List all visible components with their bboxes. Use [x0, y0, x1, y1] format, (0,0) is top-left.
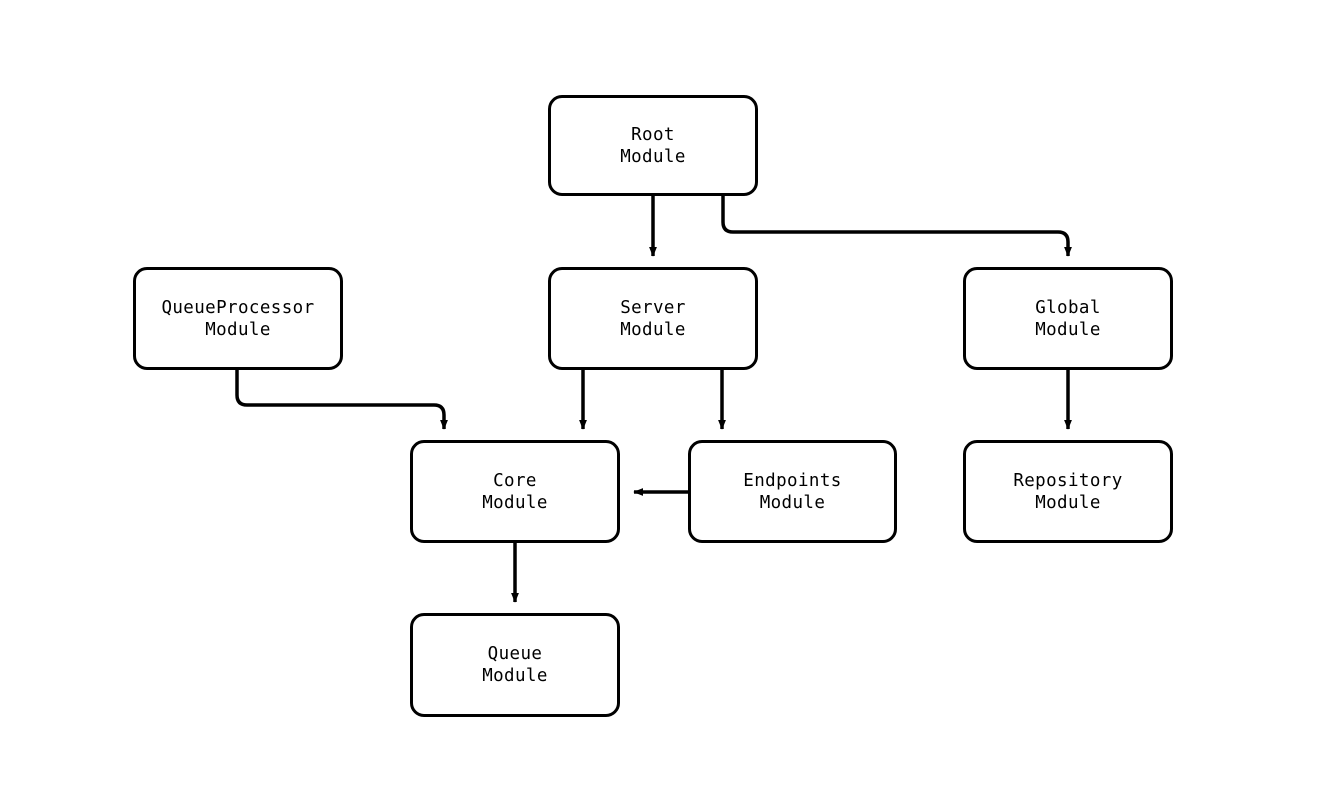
node-label-primary: Server	[620, 297, 686, 318]
node-label-primary: Repository	[1013, 470, 1123, 491]
node-label-secondary: Module	[482, 492, 548, 513]
node-label-secondary: Module	[620, 146, 686, 167]
node-label-secondary: Module	[759, 492, 826, 513]
node-label-primary: QueueProcessor	[161, 297, 315, 318]
node-label-primary: Core	[493, 470, 537, 491]
node-label-secondary: Module	[205, 319, 271, 340]
node-label-secondary: Module	[620, 319, 686, 340]
node-label-primary: Queue	[487, 644, 543, 664]
node-label-primary: Root	[631, 124, 675, 145]
node-label-primary: Endpoints	[743, 470, 842, 491]
edge-paths	[235, 196, 1072, 603]
node-label-secondary: Module	[482, 666, 548, 686]
edge-queueprocessor-to-core	[235, 370, 448, 430]
node-label-primary: Global	[1035, 297, 1101, 318]
node-label-secondary: Module	[1035, 492, 1101, 513]
node-label-secondary: Module	[1035, 319, 1101, 340]
edge-root-to-global	[721, 196, 1072, 257]
